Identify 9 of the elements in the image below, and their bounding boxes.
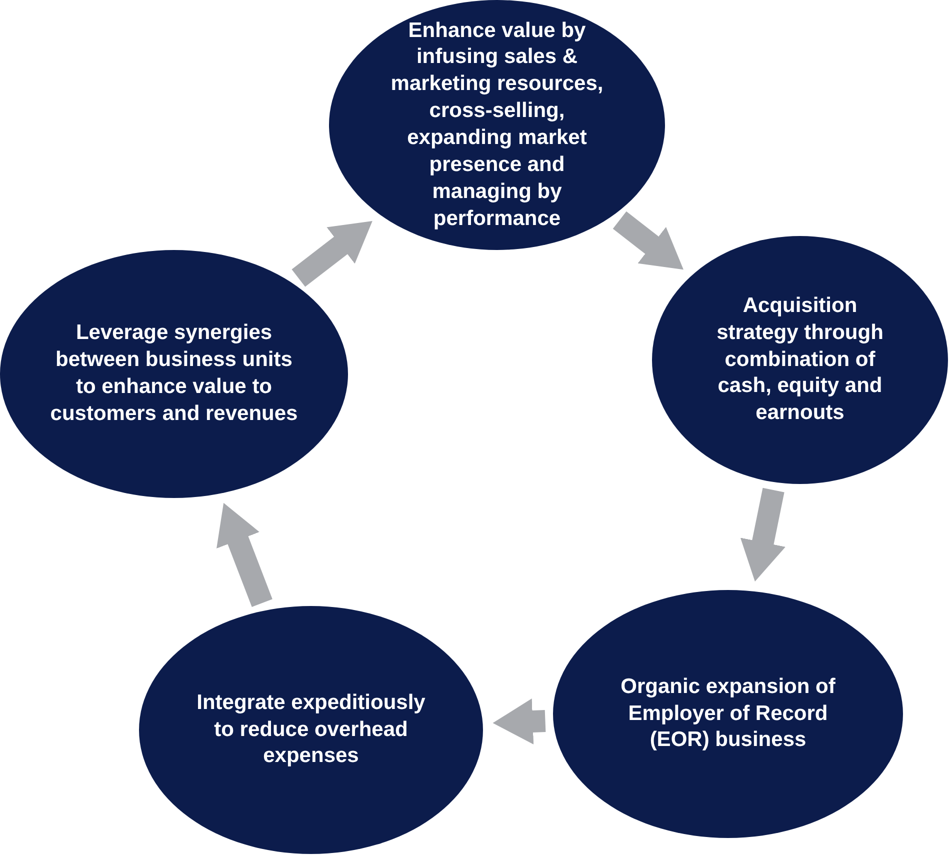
step-text: Acquisition strategy through combination of cash, equity and earnouts <box>716 292 884 426</box>
step-text: Leverage synergies between business units to enhance value to customers and revenues <box>49 320 299 427</box>
step-text: Integrate expeditiously to reduce overhead expenses <box>196 690 426 770</box>
block-arrow <box>216 502 272 607</box>
block-arrow <box>740 488 786 582</box>
block-arrow <box>612 211 684 270</box>
step-text: Organic expansion of Employer of Record (EOR) business <box>620 674 836 754</box>
block-arrow <box>492 698 546 744</box>
step-text: Enhance value by infusing sales & marketing resources, cross-selling, expanding market presence and managing by performance <box>390 18 604 232</box>
